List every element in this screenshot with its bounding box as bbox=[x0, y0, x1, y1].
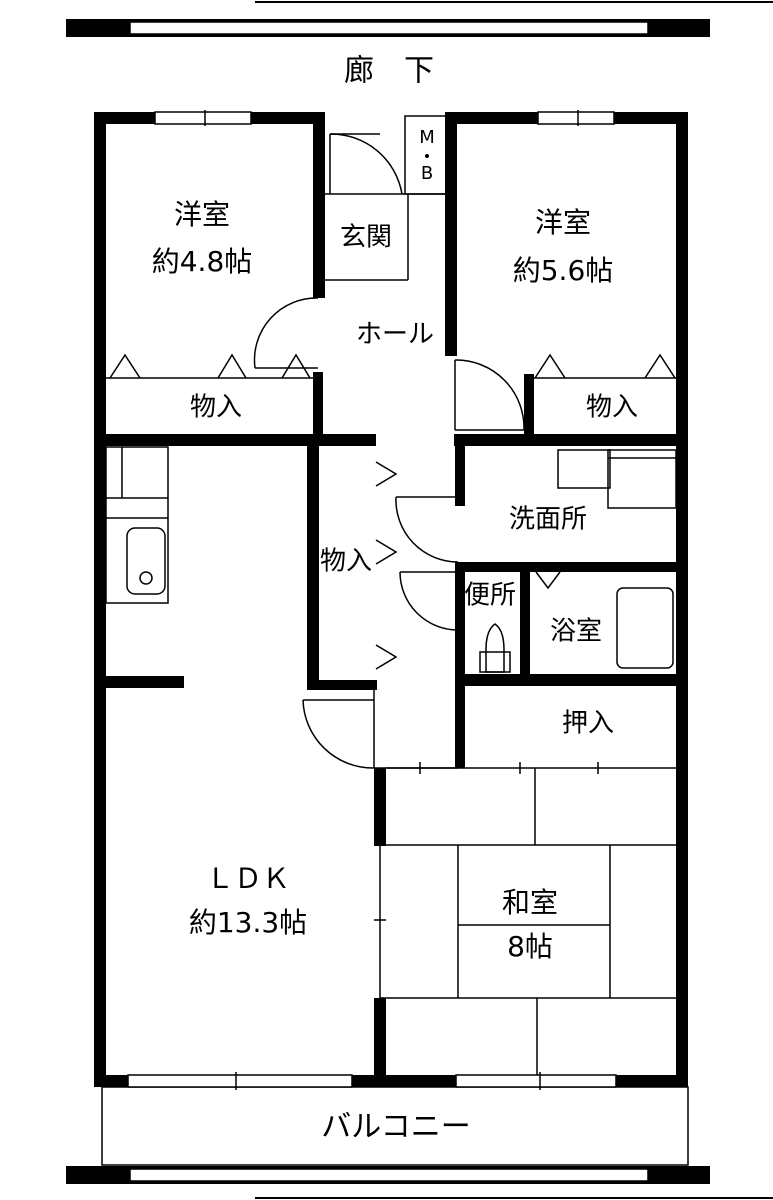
balcony-strip-bottom bbox=[66, 1086, 773, 1199]
closet-3-label: 物入 bbox=[320, 547, 372, 577]
western-room-2-size: 約5.6帖 bbox=[513, 254, 614, 287]
oshiire-label: 押入 bbox=[562, 709, 614, 739]
bathroom-label: 浴室 bbox=[550, 617, 602, 647]
western-room-1-name: 洋室 bbox=[174, 198, 230, 231]
ldk-name: ＬＤＫ bbox=[206, 862, 290, 895]
japanese-room-size: 8帖 bbox=[507, 930, 553, 963]
hall-label: ホール bbox=[356, 320, 434, 350]
meter-box-dot bbox=[425, 154, 429, 158]
doors bbox=[253, 133, 525, 769]
meter-box-m: M bbox=[419, 127, 435, 148]
western-room-1-size: 約4.8帖 bbox=[152, 245, 253, 278]
meter-box-b: B bbox=[421, 163, 433, 184]
washroom-label: 洗面所 bbox=[509, 505, 587, 535]
closet-2-label: 物入 bbox=[586, 393, 638, 423]
walls bbox=[94, 112, 688, 1087]
ldk-size: 約13.3帖 bbox=[189, 906, 307, 939]
entrance-label: 玄関 bbox=[340, 223, 392, 253]
closet-1-label: 物入 bbox=[190, 393, 242, 423]
corridor-label: 廊 下 bbox=[344, 54, 434, 89]
japanese-room-name: 和室 bbox=[502, 886, 558, 919]
toilet-label: 便所 bbox=[464, 581, 516, 611]
western-room-2-name: 洋室 bbox=[535, 206, 591, 239]
corridor-strip-top bbox=[66, 1, 773, 37]
windows bbox=[127, 110, 617, 1090]
balcony-label: バルコニー bbox=[321, 1110, 470, 1145]
